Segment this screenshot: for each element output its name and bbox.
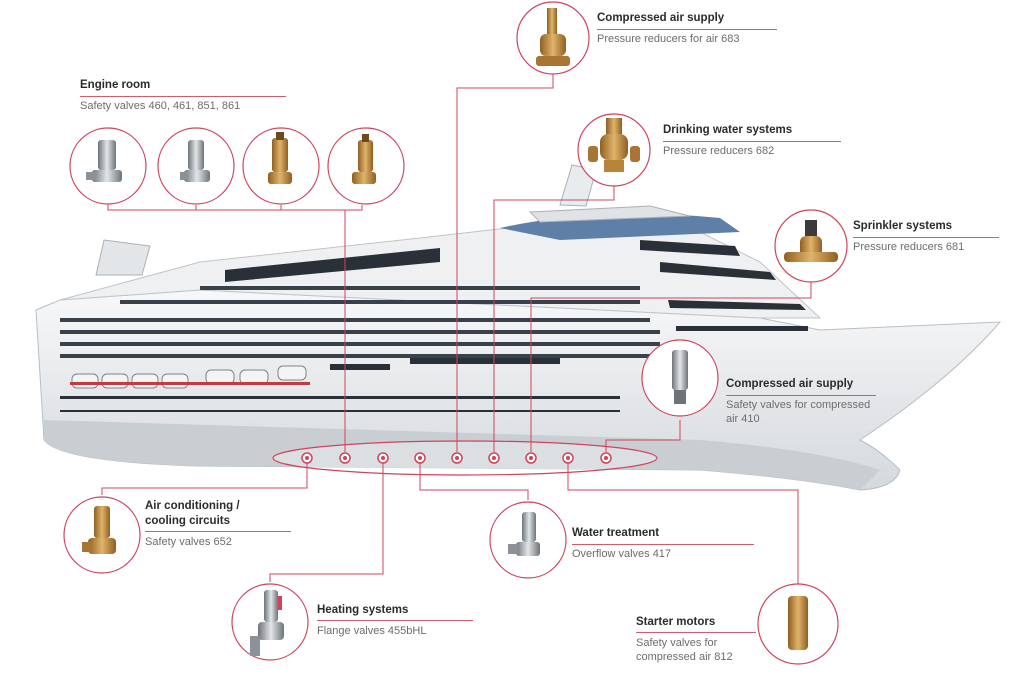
callout-drinking-water: Drinking water systems Pressure reducers… (663, 123, 792, 158)
air-conditioning-underline (145, 531, 291, 532)
drinking-water-underline (663, 141, 841, 142)
brass-safety-valve-icon (63, 496, 141, 574)
brass-cylinder-valve-icon (757, 583, 839, 665)
callout-water-treatment: Water treatment Overflow valves 417 (572, 526, 671, 561)
starter-motors-subtitle-2: compressed air 812 (636, 651, 733, 663)
air-conditioning-title-1: Air conditioning / (145, 500, 240, 512)
steel-flange-valve-icon (231, 583, 309, 661)
sprinkler-title: Sprinkler systems (853, 220, 953, 232)
lifeboats (70, 365, 310, 389)
cruise-ship (35, 164, 1002, 491)
water-treatment-underline (572, 544, 754, 545)
engine-room-title: Engine room (80, 79, 151, 91)
callout-compressed-air-right: Compressed air supply Safety valves for … (726, 377, 870, 426)
starter-motors-underline (636, 632, 756, 633)
hull-pipe-ellipse (272, 440, 658, 476)
callout-compressed-air-top: Compressed air supply Pressure reducers … (597, 11, 739, 46)
compressed-air-right-underline (726, 395, 876, 396)
sprinkler-underline (853, 237, 999, 238)
compressed-air-top-subtitle: Pressure reducers for air 683 (597, 33, 740, 45)
callout-sprinkler: Sprinkler systems Pressure reducers 681 (853, 219, 964, 254)
heating-title: Heating systems (317, 604, 409, 616)
starter-motors-title: Starter motors (636, 616, 716, 628)
water-treatment-title: Water treatment (572, 527, 660, 539)
callout-starter-motors: Starter motors Safety valves for compres… (636, 615, 733, 664)
callout-heating: Heating systems Flange valves 455bHL (317, 603, 426, 638)
brass-pressure-reducer-icon (774, 209, 848, 283)
hull-markers (301, 452, 612, 464)
engine-room-subtitle: Safety valves 460, 461, 851, 861 (80, 100, 241, 112)
sprinkler-subtitle: Pressure reducers 681 (853, 241, 965, 253)
steel-overflow-valve-icon (489, 501, 567, 579)
brass-safety-valve-icon (242, 127, 320, 205)
drinking-water-title: Drinking water systems (663, 124, 793, 136)
brass-safety-valve-icon (327, 127, 405, 205)
heating-underline (317, 620, 473, 621)
compressed-air-right-subtitle-1: Safety valves for compressed (726, 399, 871, 411)
compressed-air-right-subtitle-2: air 410 (726, 413, 760, 425)
icon-circles (63, 1, 848, 665)
air-conditioning-subtitle: Safety valves 652 (145, 536, 232, 548)
drinking-water-subtitle: Pressure reducers 682 (663, 145, 775, 157)
compressed-air-right-title: Compressed air supply (726, 378, 854, 390)
steel-safety-valve-icon (69, 127, 147, 205)
air-conditioning-title-2: cooling circuits (145, 515, 230, 527)
steel-safety-valve-icon (157, 127, 235, 205)
engine-room-underline (80, 96, 286, 97)
steel-safety-valve-icon (641, 339, 719, 417)
brass-pressure-reducer-icon (577, 113, 651, 187)
callout-engine-room: Engine room Safety valves 460, 461, 851,… (80, 78, 240, 113)
brass-pressure-reducer-icon (516, 1, 590, 75)
water-treatment-subtitle: Overflow valves 417 (572, 548, 672, 560)
callout-air-conditioning: Air conditioning / cooling circuits Safe… (145, 499, 240, 549)
heating-subtitle: Flange valves 455bHL (317, 625, 427, 637)
compressed-air-top-title: Compressed air supply (597, 12, 725, 24)
starter-motors-subtitle-1: Safety valves for (636, 637, 718, 649)
connector-lines (101, 72, 812, 585)
compressed-air-top-underline (597, 29, 777, 30)
ship-superstructure (59, 221, 822, 319)
